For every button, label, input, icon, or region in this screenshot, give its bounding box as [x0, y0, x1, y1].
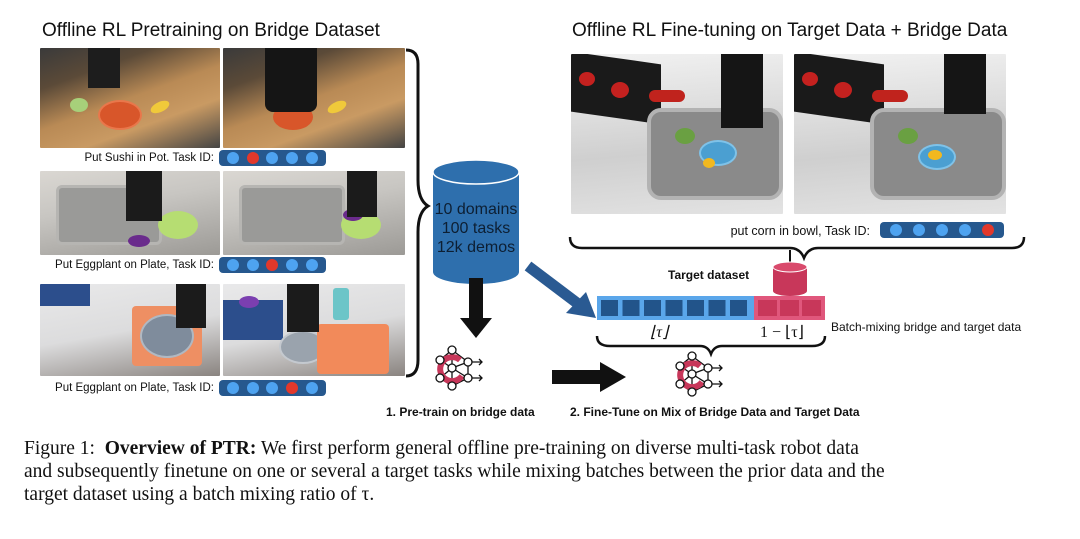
- bridge-batch-block: [622, 300, 640, 316]
- target-batch-block: [758, 300, 777, 316]
- bridge-fraction-label: ⌊τ⌋: [650, 324, 669, 341]
- network-output-arrow: [472, 358, 483, 366]
- task-id-bar-corn: [880, 222, 1004, 238]
- task-id-dot-active: [286, 382, 299, 394]
- training-loop-icon: [677, 360, 705, 391]
- network-node: [687, 351, 697, 361]
- bridge-batch-block: [687, 300, 704, 316]
- network-node: [687, 387, 697, 397]
- task-id-dot-active: [246, 152, 259, 164]
- network-node: [435, 355, 445, 365]
- network-node: [463, 373, 473, 383]
- right-panel-title: Offline RL Fine-tuning on Target Data + …: [572, 20, 1008, 41]
- caption-line1-text: We first perform general offline pre-tra…: [256, 438, 859, 459]
- batch-mixing-description: Batch-mixing bridge and target data: [831, 320, 1022, 334]
- task-label-eggplant-2: Put Eggplant on Plate, Task ID:: [55, 382, 214, 394]
- photo-corn-bowl-start: [571, 54, 783, 214]
- network-pretrain-icon: [435, 345, 483, 391]
- task-id-dot: [935, 224, 948, 236]
- task-id-dot: [246, 382, 259, 394]
- network-output-arrow: [712, 364, 723, 372]
- bridge-dataset-cylinder: [432, 159, 520, 284]
- batch-mixing-bar: [597, 296, 825, 320]
- task-label-sushi: Put Sushi in Pot. Task ID:: [84, 152, 214, 164]
- task-id-dot: [306, 382, 319, 394]
- left-panel-title: Offline RL Pretraining on Bridge Dataset: [42, 20, 380, 41]
- network-node: [703, 379, 713, 389]
- target-images-brace: [568, 236, 1026, 262]
- task-id-dot: [959, 224, 972, 236]
- task-id-bar-eggplant-1: [219, 257, 326, 273]
- caption-line-1: Figure 1: Overview of PTR: We first perf…: [24, 437, 1064, 460]
- task-id-dot: [889, 224, 902, 236]
- task-id-dot: [912, 224, 925, 236]
- bridge-dataset-stats: 10 domains 100 tasks 12k demos: [433, 200, 519, 257]
- network-node: [447, 345, 457, 355]
- caption-line-2: and subsequently finetune on one or seve…: [24, 461, 885, 482]
- photo-corn-bowl-end: [794, 54, 1006, 214]
- network-finetune-icon: [675, 351, 723, 397]
- training-loop-icon: [437, 354, 465, 385]
- photo-eggplant-sink-end: [223, 171, 405, 255]
- network-node: [463, 357, 473, 367]
- bridge-batch-block: [730, 300, 747, 316]
- bridge-tasks: 100 tasks: [441, 220, 511, 237]
- task-id-dot-active: [982, 224, 995, 236]
- network-output-arrow: [472, 374, 483, 382]
- task-id-dot: [286, 152, 299, 164]
- target-dataset-cylinder: [772, 261, 808, 296]
- network-node: [675, 361, 685, 371]
- caption-title: Overview of PTR:: [104, 438, 257, 459]
- task-id-dot: [246, 259, 259, 271]
- step2-label: 2. Fine-Tune on Mix of Bridge Data and T…: [570, 405, 860, 419]
- task-id-dot: [226, 382, 239, 394]
- network-node: [687, 369, 697, 379]
- task-id-dot-active: [266, 259, 279, 271]
- task-id-dot: [266, 382, 279, 394]
- task-id-dot: [306, 152, 319, 164]
- bridge-domains: 10 domains: [434, 201, 518, 218]
- figure-label: Figure 1:: [24, 438, 95, 459]
- arrow-right-finetune: [552, 362, 626, 392]
- network-output-arrow: [712, 380, 723, 388]
- network-node: [447, 381, 457, 391]
- target-batch-block: [802, 300, 821, 316]
- task-id-bar-sushi: [219, 150, 326, 166]
- batch-brace: [595, 335, 827, 358]
- step1-label: 1. Pre-train on bridge data: [386, 405, 535, 419]
- task-id-bar-eggplant-2: [219, 380, 326, 396]
- figure-caption: Figure 1: Overview of PTR: We first perf…: [24, 437, 1064, 506]
- target-dataset-label: Target dataset: [668, 268, 750, 282]
- bridge-batch-block: [644, 300, 661, 316]
- photo-sushi-start: [40, 48, 220, 148]
- target-batch-block: [780, 300, 799, 316]
- task-id-dot: [286, 259, 299, 271]
- arrow-diagonal-bridge-to-batch: [524, 261, 596, 318]
- bridge-batch-block: [708, 300, 726, 316]
- bridge-batch-block: [665, 300, 683, 316]
- task-label-corn: put corn in bowl, Task ID:: [730, 224, 870, 238]
- left-brace: [405, 48, 431, 378]
- task-id-dot: [226, 259, 239, 271]
- arrow-down-pretrain: [460, 278, 492, 338]
- network-node: [447, 363, 457, 373]
- target-fraction-label: 1 − ⌊τ⌋: [760, 324, 804, 341]
- network-node: [675, 379, 685, 389]
- task-label-eggplant-1: Put Eggplant on Plate, Task ID:: [55, 259, 214, 271]
- bridge-batch-block: [601, 300, 618, 316]
- bridge-demos: 12k demos: [436, 239, 516, 256]
- task-id-dot: [306, 259, 319, 271]
- photo-eggplant-rack-start: [40, 284, 220, 376]
- photo-eggplant-sink-start: [40, 171, 220, 255]
- caption-line-3: target dataset using a batch mixing rati…: [24, 484, 375, 505]
- network-node: [703, 363, 713, 373]
- bridge-blocks: [601, 300, 747, 316]
- network-node: [435, 373, 445, 383]
- target-blocks: [758, 300, 821, 316]
- task-id-dot: [226, 152, 239, 164]
- task-id-dot: [266, 152, 279, 164]
- photo-eggplant-rack-end: [223, 284, 405, 376]
- photo-sushi-end: [223, 48, 405, 148]
